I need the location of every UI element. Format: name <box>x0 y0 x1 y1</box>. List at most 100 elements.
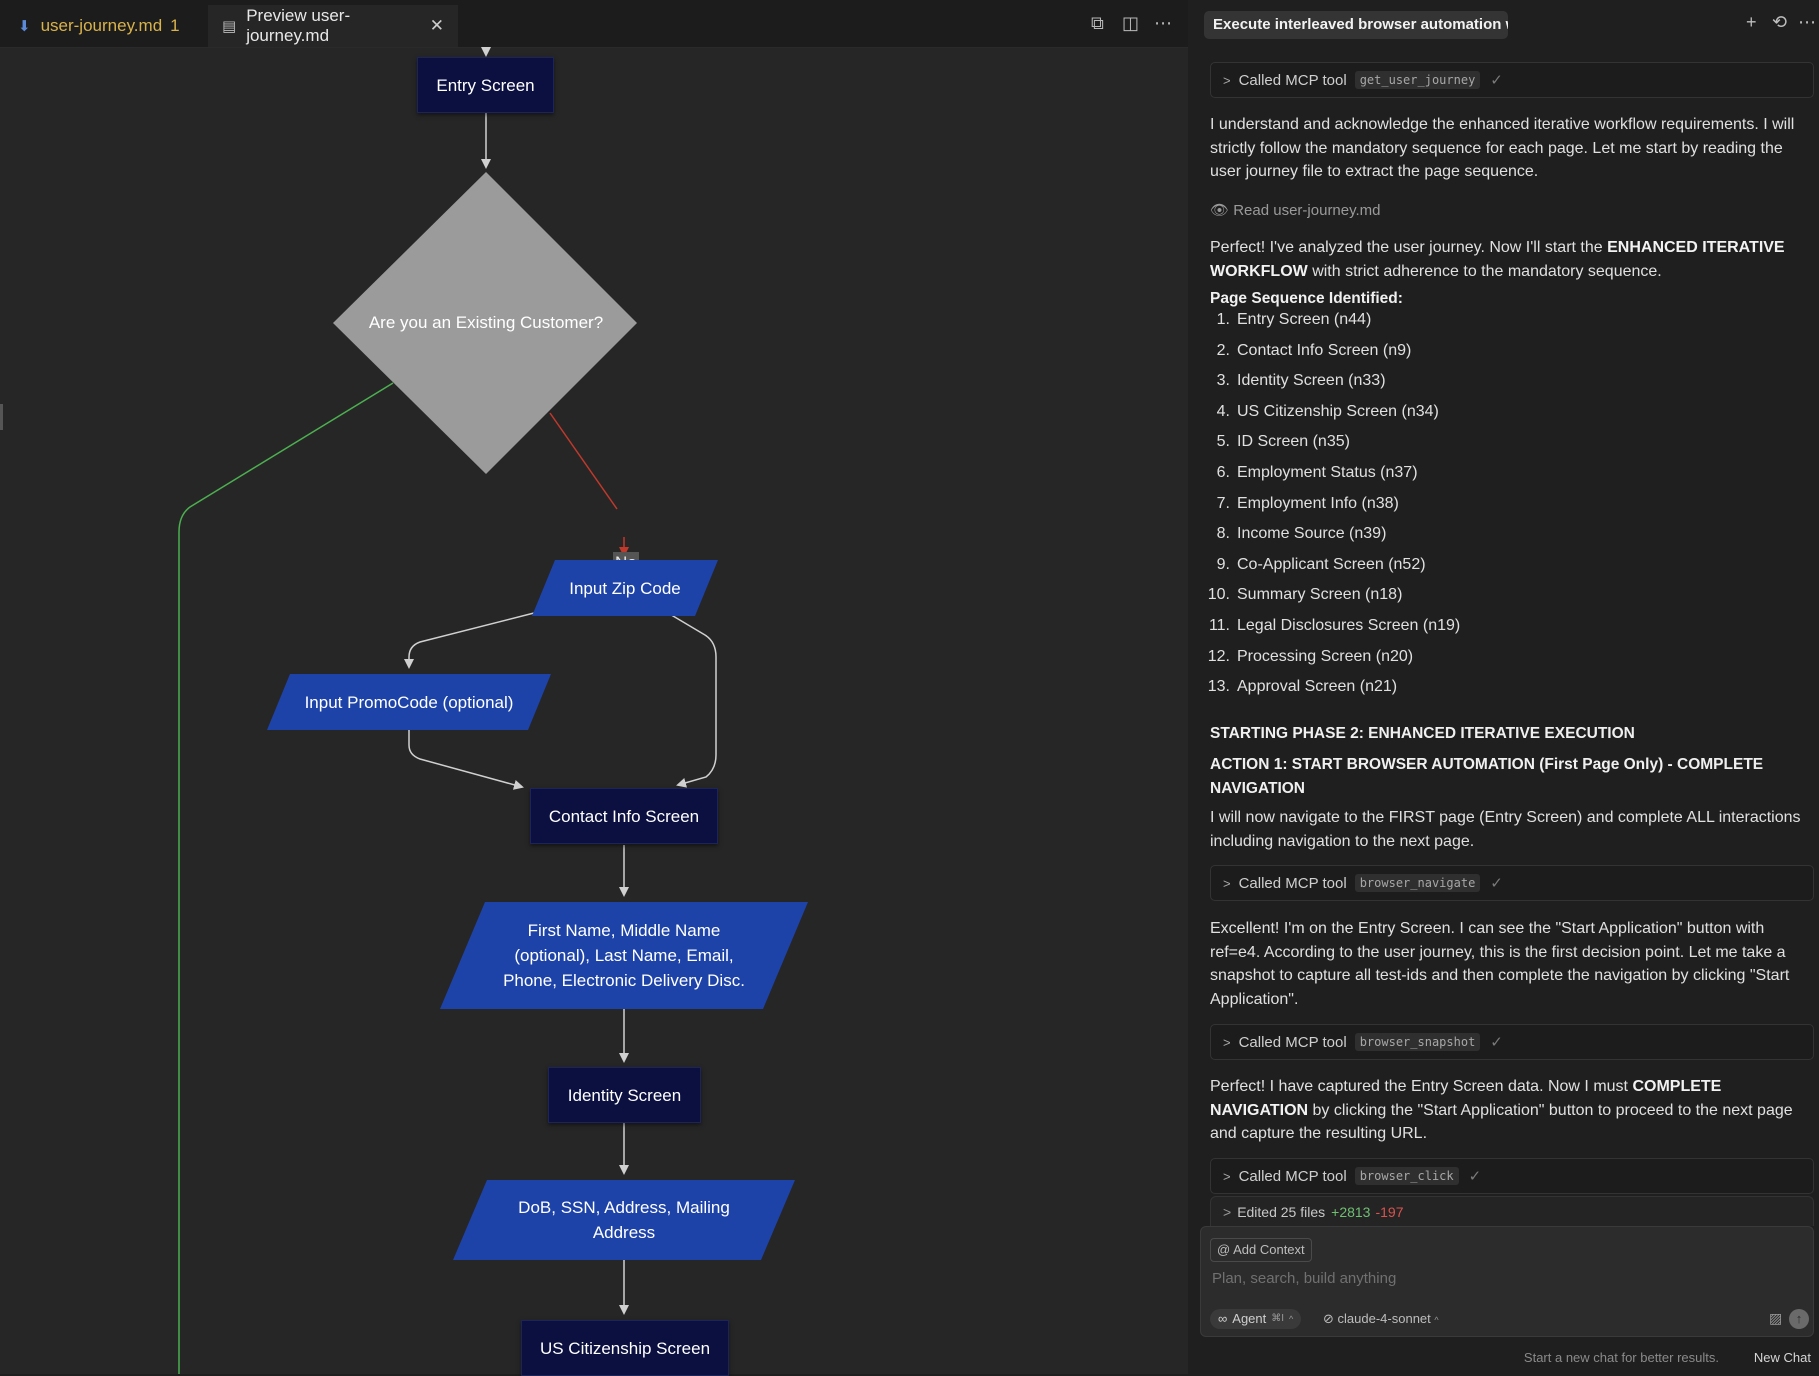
message-text: with strict adherence to the mandatory s… <box>1307 262 1662 280</box>
add-context-button[interactable]: @ Add Context <box>1210 1238 1312 1262</box>
list-item: 8.Income Source (n39) <box>1200 519 1800 550</box>
edited-files-bar[interactable]: > Edited 25 files +2813 -197 <box>1210 1196 1814 1226</box>
message-text: Perfect! I've analyzed the user journey.… <box>1210 239 1608 256</box>
editor-tab-bar: ⬇ user-journey.md 1 ▤ Preview user-journ… <box>0 0 1188 48</box>
node-label: Input PromoCode (optional) <box>304 692 514 712</box>
list-item-text: Employment Info (n38) <box>1237 494 1399 512</box>
page-sequence-heading: Page Sequence Identified: <box>1210 290 1403 307</box>
read-file-line: 👁 Read user-journey.md <box>1210 201 1381 219</box>
node-line: (optional), Last Name, Email, <box>514 946 734 965</box>
model-selector[interactable]: ⊘ claude-4-sonnet ^ <box>1323 1309 1439 1330</box>
action-heading: ACTION 1: START BROWSER AUTOMATION (Firs… <box>1210 756 1764 797</box>
markdown-file-icon: ⬇ <box>18 18 31 35</box>
node-entry-screen[interactable]: Entry Screen <box>417 57 554 113</box>
chat-title[interactable]: Execute interleaved browser automation w <box>1204 11 1508 39</box>
edge-decision-yes <box>178 382 394 1374</box>
list-item-text: Legal Disclosures Screen (n19) <box>1237 616 1461 634</box>
node-contact-info-screen[interactable]: Contact Info Screen <box>530 788 718 844</box>
list-item-text: ID Screen (n35) <box>1237 433 1350 451</box>
list-item-text: Processing Screen (n20) <box>1237 647 1414 665</box>
node-line: DoB, SSN, Address, Mailing <box>518 1198 730 1217</box>
node-input-zip-code[interactable]: Input Zip Code <box>532 560 718 616</box>
decision-label: Are you an Existing Customer? <box>368 313 604 332</box>
chevron-right-icon: > <box>1223 72 1231 88</box>
flowchart-edges <box>178 47 717 1374</box>
node-identity-fields[interactable]: DoB, SSN, Address, Mailing Address <box>453 1180 795 1260</box>
tool-call-label: Called MCP tool <box>1238 874 1347 892</box>
problem-count-badge: 1 <box>170 16 180 35</box>
read-file-label: Read user-journey.md <box>1233 202 1381 219</box>
chat-messages[interactable]: > Called MCP tool get_user_journey ✓ I u… <box>1188 47 1819 1210</box>
page-sequence-list: 1.Entry Screen (n44) 2.Contact Info Scre… <box>1200 305 1800 703</box>
edge-promo-contact <box>408 729 524 790</box>
node-us-citizenship-screen[interactable]: US Citizenship Screen <box>521 1320 729 1376</box>
chevron-right-icon: > <box>1223 1168 1231 1184</box>
add-context-label: Add Context <box>1233 1242 1305 1257</box>
close-icon[interactable]: ✕ <box>429 16 444 35</box>
assistant-message: Perfect! I've analyzed the user journey.… <box>1210 236 1810 283</box>
assistant-message: I will now navigate to the FIRST page (E… <box>1210 809 1801 850</box>
node-label: DoB, SSN, Address, Mailing Address <box>453 1180 795 1260</box>
chat-input[interactable] <box>1210 1269 1714 1288</box>
list-item-text: Approval Screen (n21) <box>1237 678 1398 696</box>
list-item-text: Summary Screen (n18) <box>1237 586 1403 604</box>
check-icon: ✓ <box>1490 1034 1503 1051</box>
history-icon[interactable]: ⟲ <box>1772 12 1788 32</box>
chevron-right-icon: > <box>1223 1034 1231 1050</box>
chat-header: Execute interleaved browser automation w… <box>1188 0 1819 47</box>
send-icon[interactable]: ↑ <box>1789 1309 1809 1329</box>
new-chat-link[interactable]: New Chat <box>1753 1350 1811 1365</box>
tool-name: browser_click <box>1354 1167 1459 1185</box>
scrollbar-marker[interactable] <box>0 404 3 430</box>
infinity-icon: ∞ <box>1218 1311 1228 1326</box>
chevron-right-icon: > <box>1223 875 1231 891</box>
list-item: 2.Contact Info Screen (n9) <box>1200 336 1800 367</box>
chevron-right-icon: > <box>1223 1203 1232 1220</box>
tool-name: browser_snapshot <box>1354 1033 1481 1051</box>
list-item: 4.US Citizenship Screen (n34) <box>1200 397 1800 428</box>
plus-icon[interactable]: + <box>1746 12 1757 32</box>
tool-call-get-user-journey[interactable]: > Called MCP tool get_user_journey ✓ <box>1210 62 1814 98</box>
node-contact-fields[interactable]: First Name, Middle Name (optional), Last… <box>440 902 808 1009</box>
list-item: 6.Employment Status (n37) <box>1200 458 1800 489</box>
tool-call-label: Called MCP tool <box>1238 1033 1347 1051</box>
tab-preview-user-journey[interactable]: ▤ Preview user-journey.md ✕ <box>208 5 458 47</box>
edge-decision-no <box>549 412 618 510</box>
agent-label: Agent <box>1232 1311 1267 1326</box>
open-source-icon[interactable]: ⧉ <box>1091 13 1104 33</box>
tool-call-browser-navigate[interactable]: > Called MCP tool browser_navigate ✓ <box>1210 865 1814 901</box>
node-input-promocode[interactable]: Input PromoCode (optional) <box>267 674 551 730</box>
node-identity-screen[interactable]: Identity Screen <box>548 1067 701 1123</box>
image-icon[interactable]: ▨ <box>1769 1310 1783 1326</box>
more-icon[interactable]: ⋯ <box>1798 12 1816 32</box>
tool-name: browser_navigate <box>1354 874 1481 892</box>
tab-user-journey-md[interactable]: ⬇ user-journey.md 1 <box>4 5 206 47</box>
lines-removed: -197 <box>1375 1203 1404 1220</box>
edited-files-label: Edited 25 files <box>1237 1203 1326 1220</box>
tool-call-browser-click[interactable]: > Called MCP tool browser_click ✓ <box>1210 1158 1814 1194</box>
list-item: 11.Legal Disclosures Screen (n19) <box>1200 611 1800 642</box>
agent-mode-selector[interactable]: ∞ Agent ⌘I ^ <box>1210 1309 1302 1329</box>
tab-label: user-journey.md <box>40 16 163 35</box>
chevron-up-icon: ^ <box>1289 1314 1294 1324</box>
decision-diamond <box>333 172 637 474</box>
list-item-text: Contact Info Screen (n9) <box>1237 341 1412 359</box>
list-item: 12.Processing Screen (n20) <box>1200 642 1800 673</box>
message-text: Perfect! I have captured the Entry Scree… <box>1210 1078 1633 1095</box>
chat-composer: @ Add Context ∞ Agent ⌘I ^ ⊘ claude-4-so… <box>1200 1226 1814 1337</box>
list-item: 5.ID Screen (n35) <box>1200 427 1800 458</box>
assistant-message: Perfect! I have captured the Entry Scree… <box>1210 1075 1810 1146</box>
more-actions-icon[interactable]: ⋯ <box>1154 13 1172 33</box>
tool-name: get_user_journey <box>1354 71 1481 89</box>
list-item: 7.Employment Info (n38) <box>1200 489 1800 520</box>
split-editor-icon[interactable]: ◫ <box>1122 13 1140 33</box>
lines-added: +2813 <box>1331 1203 1371 1220</box>
list-item: 10.Summary Screen (n18) <box>1200 580 1800 611</box>
message-text: by clicking the "Start Application" butt… <box>1210 1101 1793 1143</box>
eye-icon: 👁 <box>1210 202 1230 219</box>
tool-call-label: Called MCP tool <box>1238 71 1347 89</box>
check-icon: ✓ <box>1490 875 1503 892</box>
tool-call-browser-snapshot[interactable]: > Called MCP tool browser_snapshot ✓ <box>1210 1024 1814 1060</box>
model-label: claude-4-sonnet <box>1337 1311 1431 1326</box>
node-label: First Name, Middle Name (optional), Last… <box>440 902 808 1009</box>
